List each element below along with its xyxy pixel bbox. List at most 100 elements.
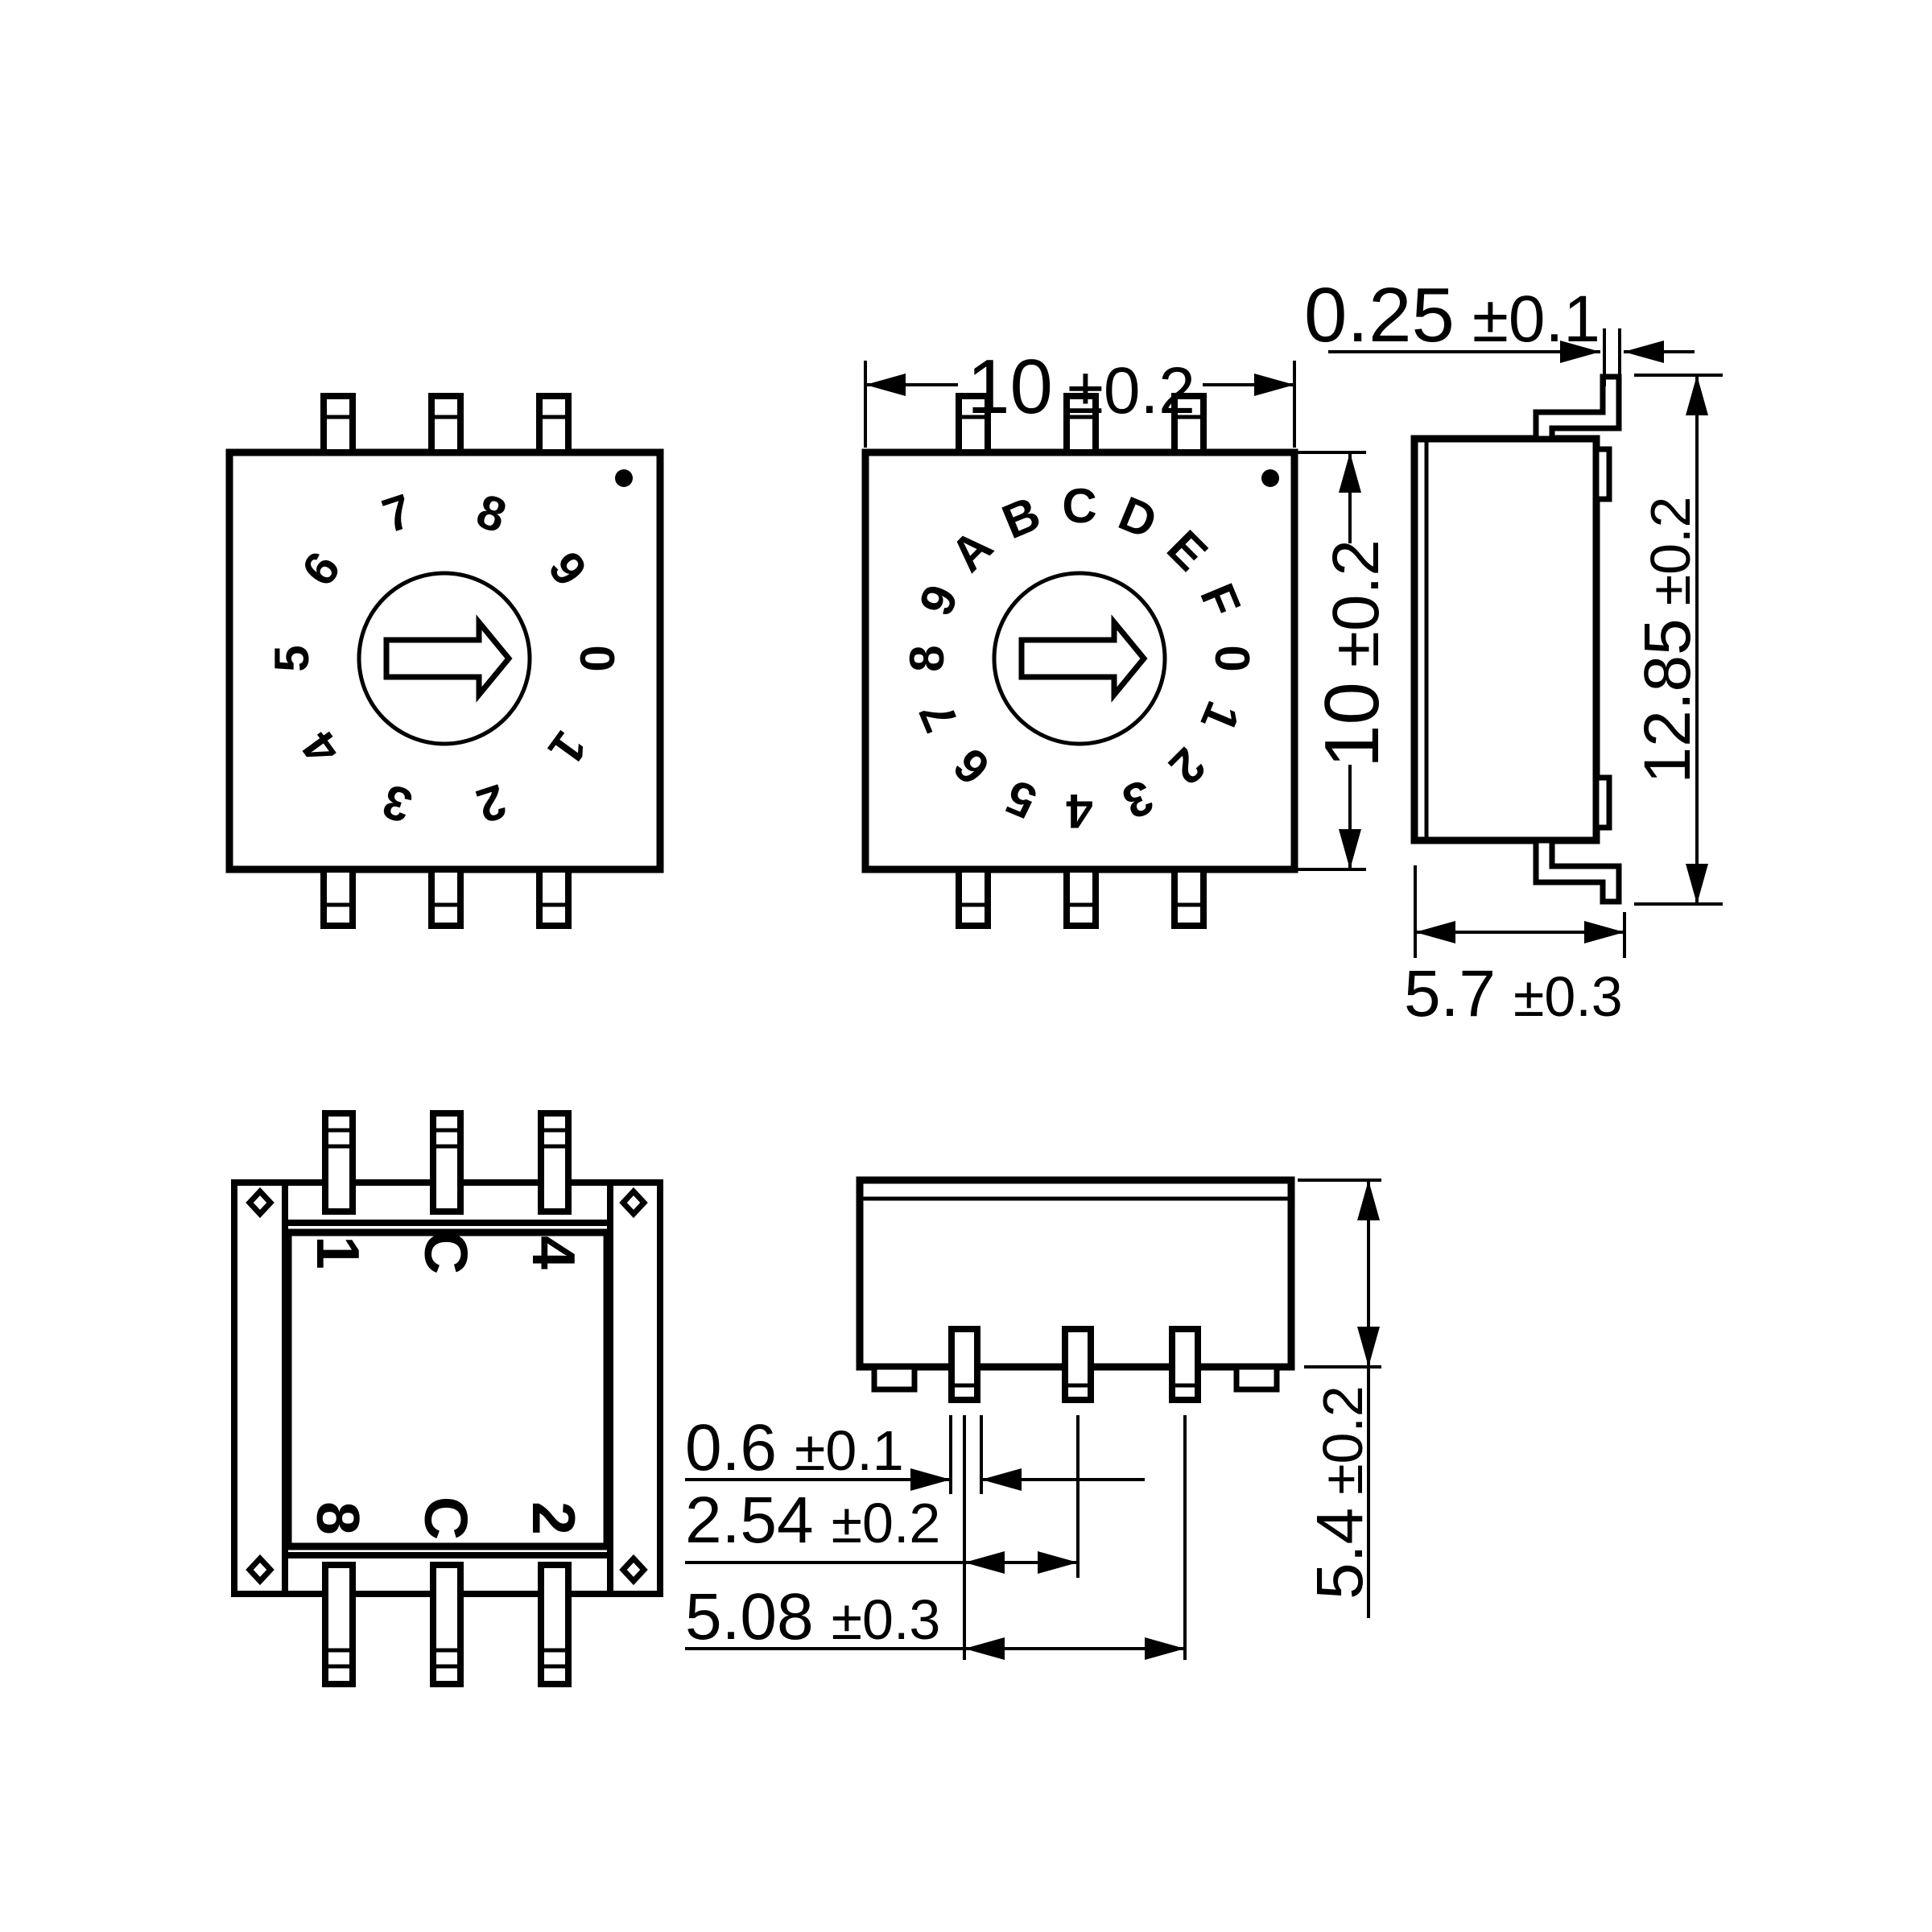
dimension-label: 10±0.2 <box>967 344 1195 430</box>
arrowhead-icon <box>1686 375 1708 415</box>
pin <box>538 1562 572 1687</box>
pin <box>320 393 356 456</box>
dial-character: E <box>1157 520 1218 581</box>
pad-label: C <box>412 1231 480 1274</box>
dial-character: 4 <box>1066 784 1093 838</box>
pin <box>1171 393 1207 456</box>
pin <box>430 1562 464 1687</box>
dimension-label: 0.6±0.1 <box>685 1411 904 1484</box>
dimension-lead-thickness: 0.25±0.1 <box>1304 272 1695 386</box>
pin <box>428 866 464 929</box>
dimension-pin-pitch: 2.54±0.2 <box>685 1415 1080 1660</box>
polarity-dot-marker <box>615 469 633 487</box>
arrowhead-icon <box>1415 921 1455 943</box>
arrowhead-icon <box>1145 1637 1185 1660</box>
pin <box>536 866 572 929</box>
pin <box>1063 393 1099 456</box>
corner-diamond-marker <box>619 1187 648 1219</box>
pin-hatch-lines <box>325 1128 568 1149</box>
dial-character: 5 <box>265 645 319 671</box>
dimension-label: 5.08±0.3 <box>685 1580 940 1653</box>
dial-character: 8 <box>900 645 954 671</box>
rotor-circle <box>992 571 1167 746</box>
side-bump <box>1593 774 1612 831</box>
corner-diamond-marker <box>246 1554 275 1586</box>
rotor-arrow-icon <box>383 614 513 703</box>
pad-label: 8 <box>304 1501 372 1535</box>
arrowhead-icon <box>1584 921 1624 943</box>
dimension-pin-span: 5.08±0.3 <box>685 1415 1187 1660</box>
dial-character: 2 <box>470 774 512 833</box>
pad-label: 4 <box>520 1236 588 1269</box>
pin <box>1063 866 1099 929</box>
dimension-pin-width: 0.6±0.1 <box>685 1411 1145 1494</box>
dimension-label: 5.7±0.3 <box>1404 957 1623 1030</box>
dial-character: C <box>1062 479 1096 533</box>
arrowhead-icon <box>1357 1180 1380 1220</box>
pin <box>1169 1326 1201 1403</box>
dial-character: 9 <box>538 542 597 595</box>
arrowhead-icon <box>910 1468 951 1491</box>
dial-character: B <box>995 486 1048 549</box>
pad-label: C <box>412 1496 480 1540</box>
pin <box>1062 1326 1094 1403</box>
dial-character: 7 <box>376 484 418 543</box>
dial-character: 0 <box>570 645 624 671</box>
base-outline <box>284 1228 611 1550</box>
side-body-outline <box>1410 435 1600 844</box>
dial-character: 9 <box>909 577 969 622</box>
pin <box>322 1562 356 1687</box>
arrowhead-icon <box>1339 452 1361 493</box>
side-view <box>1410 374 1622 905</box>
gullwing-lead-bottom <box>1533 837 1622 905</box>
foot <box>1233 1364 1280 1393</box>
dial-character: 3 <box>1115 770 1160 830</box>
pad-label: 2 <box>520 1501 588 1535</box>
rotor-arrow-icon <box>1018 614 1148 703</box>
dial-character: D <box>1112 486 1165 549</box>
arrowhead-icon <box>1686 864 1708 904</box>
dial-character: 2 <box>1159 738 1216 795</box>
dial-character: A <box>940 519 1003 582</box>
dial-character: 5 <box>998 770 1043 830</box>
dimension-seated-height: 5.4±0.2 <box>1298 1179 1381 1618</box>
pin <box>1171 866 1207 929</box>
dial-character: 1 <box>538 721 597 774</box>
gullwing-lead-top <box>1533 374 1622 442</box>
corner-diamond-marker <box>246 1187 275 1219</box>
dial-character: 0 <box>1205 645 1259 671</box>
polarity-dot-marker <box>1261 469 1279 487</box>
pin <box>428 393 464 456</box>
corner-diamond-marker <box>619 1554 648 1586</box>
pin <box>538 1110 572 1215</box>
arrowhead-icon <box>1357 1327 1380 1367</box>
arrowhead-icon <box>964 1637 1005 1660</box>
dimension-label: 12.85±0.2 <box>1631 497 1704 784</box>
dimension-body-height: 10±0.2 <box>1298 451 1395 871</box>
arrowhead-icon <box>1560 341 1600 363</box>
pin-hatch-lines <box>325 1648 568 1669</box>
pin <box>956 866 991 929</box>
dial-character: 3 <box>376 774 418 833</box>
side-bump <box>1593 446 1612 502</box>
pin <box>320 866 356 929</box>
dial-character: 1 <box>1191 694 1251 739</box>
dimension-label: 0.25±0.1 <box>1304 272 1600 358</box>
dial-character: 8 <box>470 484 512 543</box>
arrowhead-icon <box>1339 829 1361 869</box>
rotor-circle <box>357 571 532 746</box>
foot <box>871 1364 918 1393</box>
dial-character: 7 <box>909 694 969 739</box>
dimension-overall-height: 12.85±0.2 <box>1631 374 1723 906</box>
pin <box>948 1326 980 1403</box>
arrowhead-icon <box>865 374 906 396</box>
front-elevation-view <box>856 1176 1295 1403</box>
dimension-body-depth: 5.7±0.3 <box>1404 865 1626 1030</box>
dimension-label: 2.54±0.2 <box>685 1484 940 1557</box>
dial-character: F <box>1190 576 1251 625</box>
